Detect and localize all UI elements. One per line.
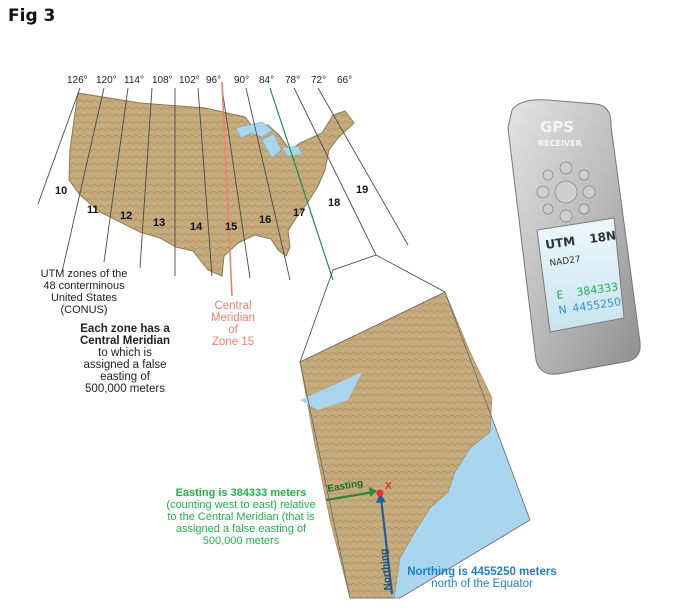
longitude-label: 66° bbox=[337, 75, 352, 86]
northing-note: Northing is 4455250 meters north of the … bbox=[402, 566, 562, 590]
caption-line: (CONUS) bbox=[60, 304, 108, 316]
gps-e-value: 384333 bbox=[576, 280, 619, 299]
longitude-label: 120° bbox=[96, 75, 117, 86]
zone-number: 16 bbox=[259, 214, 271, 226]
meridian-label-line: of bbox=[228, 324, 238, 336]
easting-note-line: to the Central Meridian (that is bbox=[167, 511, 315, 523]
note-bold-line: Each zone has a bbox=[80, 323, 170, 335]
note-line: 500,000 meters bbox=[85, 383, 165, 395]
longitude-labels: 126° 120° 114° 108° 102° 96° 90° 84° 78°… bbox=[67, 75, 352, 86]
zone-17-18-boundary bbox=[269, 87, 334, 281]
zone-number: 13 bbox=[153, 217, 165, 229]
longitude-label: 102° bbox=[179, 75, 200, 86]
location-point-label: X bbox=[385, 481, 392, 492]
central-meridian-note: Each zone has a Central Meridian to whic… bbox=[60, 323, 190, 395]
note-bold-line: Central Meridian bbox=[79, 335, 171, 347]
gps-screen bbox=[536, 217, 625, 333]
gps-line1-right: 18N bbox=[588, 228, 616, 246]
zone-boundary-lines bbox=[37, 87, 409, 281]
meridian-label-line: Central bbox=[214, 300, 252, 312]
central-meridian-label: Central Meridian of Zone 15 bbox=[200, 300, 266, 348]
easting-note-line: assigned a false easting of bbox=[175, 523, 307, 535]
longitude-label: 126° bbox=[67, 75, 88, 86]
meridian-label-line: Meridian bbox=[210, 312, 256, 324]
zone-number: 18 bbox=[328, 197, 340, 209]
figure-title: Fig 3 bbox=[8, 6, 56, 26]
gps-brand: GPS bbox=[540, 118, 574, 136]
zone-number: 10 bbox=[55, 185, 67, 197]
gps-keypad bbox=[536, 161, 596, 223]
zone-number: 12 bbox=[120, 210, 132, 222]
note-line: assigned a false bbox=[83, 359, 167, 371]
zoomed-region-map bbox=[299, 291, 531, 599]
zone-number: 19 bbox=[356, 184, 368, 196]
caption-line: United States bbox=[50, 292, 118, 304]
longitude-label: 108° bbox=[152, 75, 173, 86]
great-lakes bbox=[235, 121, 303, 159]
zoom-callout-lines bbox=[299, 254, 446, 363]
northing-note-title: Northing is 4455250 meters bbox=[407, 566, 557, 578]
longitude-label: 78° bbox=[285, 75, 300, 86]
zone-number: 15 bbox=[225, 221, 237, 233]
location-point bbox=[376, 489, 384, 497]
easting-arrow bbox=[325, 487, 377, 502]
easting-note-line: (counting west to east) relative bbox=[166, 499, 316, 511]
conus-caption: UTM zones of the 48 conterminous United … bbox=[34, 268, 134, 316]
gps-n-label: N bbox=[558, 303, 568, 317]
longitude-label: 90° bbox=[234, 75, 249, 86]
gps-receiver: GPS RECEIVER UTM 18N NAD27 E 384333 N 44… bbox=[507, 99, 641, 375]
easting-note-line: 500,000 meters bbox=[202, 535, 280, 547]
gps-line1-left: UTM bbox=[544, 234, 576, 252]
caption-line: UTM zones of the bbox=[40, 268, 128, 280]
gps-datum: NAD27 bbox=[549, 255, 581, 269]
zone-number: 14 bbox=[190, 221, 203, 233]
central-meridian-zone-15 bbox=[221, 81, 233, 297]
zone-number: 11 bbox=[87, 204, 99, 216]
northing-note-line: north of the Equator bbox=[431, 578, 533, 590]
note-line: easting of bbox=[100, 371, 150, 383]
longitude-label: 96° bbox=[206, 75, 221, 86]
easting-note: Easting is 384333 meters (counting west … bbox=[160, 487, 322, 547]
zone-number: 17 bbox=[293, 207, 305, 219]
gps-e-label: E bbox=[556, 288, 565, 302]
caption-line: 48 conterminous bbox=[43, 280, 125, 292]
meridian-label-line: Zone 15 bbox=[211, 336, 255, 348]
zone-numbers: 10 11 12 13 14 15 16 17 18 19 bbox=[55, 184, 368, 233]
longitude-label: 84° bbox=[259, 75, 274, 86]
gps-model: RECEIVER bbox=[538, 139, 582, 148]
longitude-label: 72° bbox=[311, 75, 326, 86]
easting-note-title: Easting is 384333 meters bbox=[175, 487, 307, 499]
longitude-label: 114° bbox=[124, 75, 144, 86]
northing-arrow-label: Northing bbox=[379, 548, 394, 591]
conus-map bbox=[68, 92, 355, 277]
northing-arrow bbox=[376, 493, 394, 595]
note-line: to which is bbox=[98, 347, 152, 359]
